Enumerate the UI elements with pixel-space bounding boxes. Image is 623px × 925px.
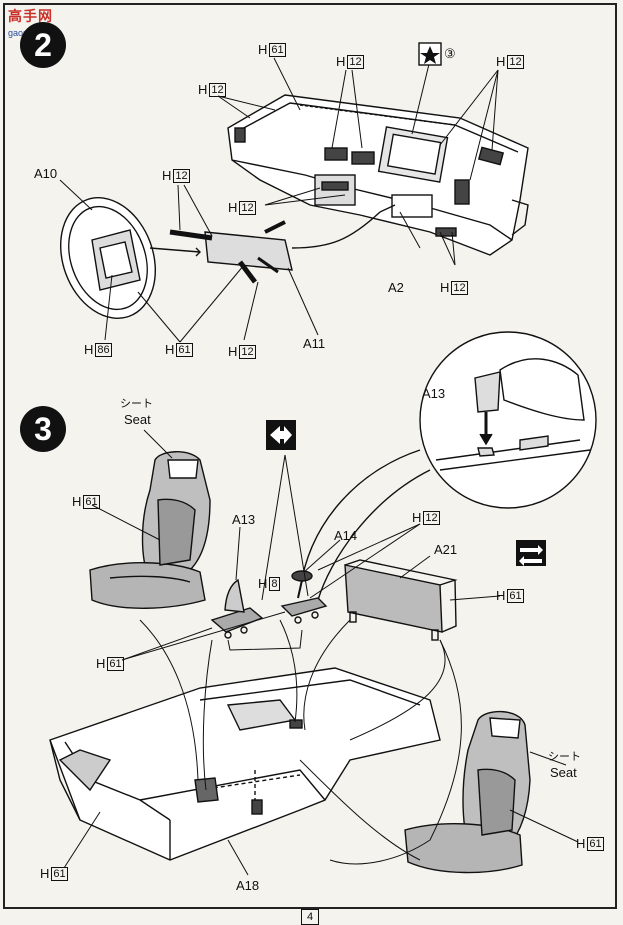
dashboard-part bbox=[227, 94, 529, 256]
make-two-icon bbox=[516, 540, 546, 566]
label-a14: A14 bbox=[334, 528, 358, 543]
label-seat-en-1: Seat bbox=[124, 412, 151, 427]
star-paint-icon bbox=[418, 42, 442, 66]
rear-bench-part bbox=[344, 559, 458, 641]
label-a18: A18 bbox=[236, 878, 260, 893]
label-seat-en-2: Seat bbox=[550, 765, 577, 780]
page-number: 4 bbox=[301, 909, 319, 925]
steering-wheel-part bbox=[59, 197, 157, 319]
label-a21: A21 bbox=[434, 542, 458, 557]
label-a13-zoom: A13 bbox=[422, 386, 446, 401]
floor-pan-part bbox=[49, 667, 441, 861]
label-a2: A2 bbox=[388, 280, 404, 295]
label-a13: A13 bbox=[232, 512, 256, 527]
step-number-3: 3 bbox=[20, 406, 66, 452]
zoom-detail bbox=[299, 331, 597, 601]
label-circled-3: ③ bbox=[444, 46, 456, 61]
label-seat-jp-1: シート bbox=[120, 398, 153, 410]
label-a10: A10 bbox=[34, 166, 58, 181]
page-border bbox=[3, 3, 617, 909]
watermark-logo: 高手网 bbox=[8, 8, 53, 24]
label-a11: A11 bbox=[303, 336, 326, 351]
seat-part-left bbox=[89, 451, 211, 609]
steering-column-part bbox=[149, 204, 396, 284]
shifter-parts bbox=[210, 570, 328, 639]
label-seat-jp-2: シート bbox=[548, 751, 581, 763]
opposite-sides-icon bbox=[266, 420, 296, 450]
step-number-2: 2 bbox=[20, 22, 66, 68]
seat-part-right bbox=[404, 710, 531, 874]
